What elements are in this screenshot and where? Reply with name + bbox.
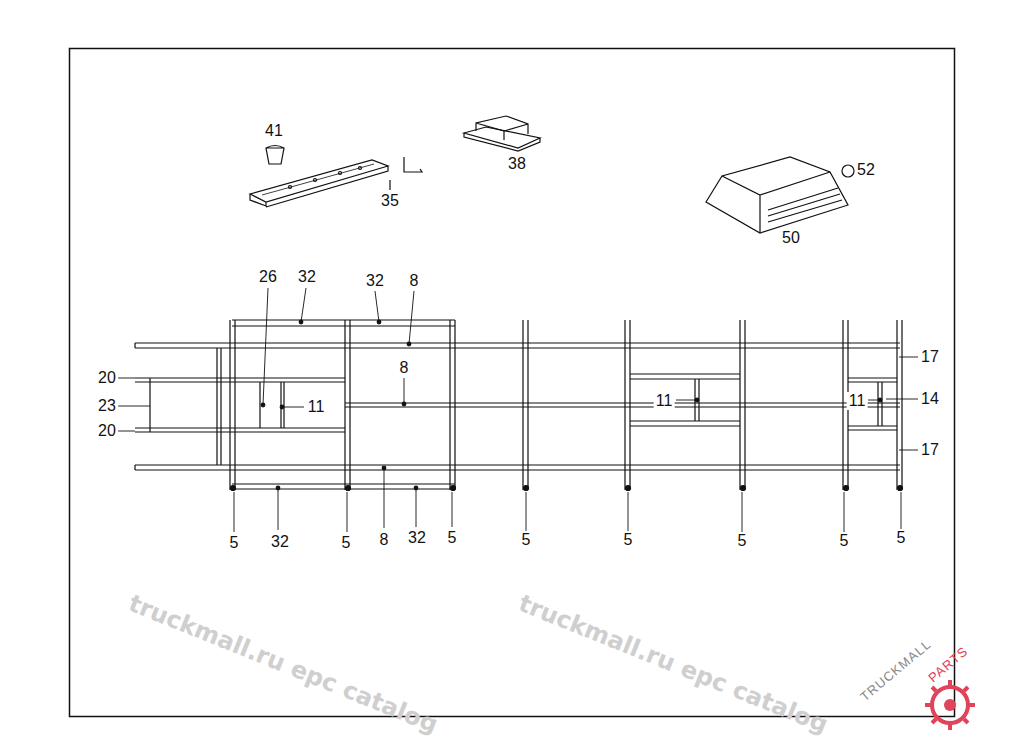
callout-number: 11 bbox=[306, 398, 327, 416]
callout-number: 17 bbox=[919, 441, 941, 459]
callout-number: 52 bbox=[855, 161, 877, 179]
callout-number: 35 bbox=[379, 192, 401, 210]
callout-number: 32 bbox=[364, 272, 386, 290]
callout-number: 14 bbox=[919, 390, 941, 408]
callout-number: 5 bbox=[520, 531, 533, 549]
callout-number: 20 bbox=[96, 369, 118, 387]
logo-text: TRUCKMALL bbox=[858, 637, 934, 703]
callout-number: 5 bbox=[228, 534, 241, 552]
watermark: truckmall.ru epc catalog bbox=[516, 591, 832, 737]
logo-text: PARTS bbox=[926, 644, 970, 684]
callout-number: 5 bbox=[838, 532, 851, 550]
callout-number: 32 bbox=[296, 268, 318, 286]
callout-number: 8 bbox=[408, 272, 421, 290]
callout-number: 26 bbox=[257, 268, 279, 286]
watermark: truckmall.ru epc catalog bbox=[126, 591, 442, 737]
callout-number: 20 bbox=[96, 422, 118, 440]
callout-number: 5 bbox=[446, 529, 459, 547]
callout-number: 23 bbox=[96, 397, 118, 415]
callout-number: 8 bbox=[378, 531, 391, 549]
callout-number: 11 bbox=[654, 392, 675, 410]
callout-number: 32 bbox=[406, 529, 428, 547]
callout-number: 5 bbox=[622, 531, 635, 549]
callout-number: 8 bbox=[398, 359, 411, 377]
callout-number: 11 bbox=[847, 392, 868, 410]
callout-number: 41 bbox=[263, 122, 285, 140]
callout-number: 5 bbox=[895, 529, 908, 547]
callout-number: 5 bbox=[736, 532, 749, 550]
callout-number: 17 bbox=[919, 348, 941, 366]
callout-number: 5 bbox=[340, 534, 353, 552]
callout-number: 32 bbox=[269, 533, 291, 551]
callout-number: 38 bbox=[506, 155, 528, 173]
callout-number: 50 bbox=[780, 229, 802, 247]
